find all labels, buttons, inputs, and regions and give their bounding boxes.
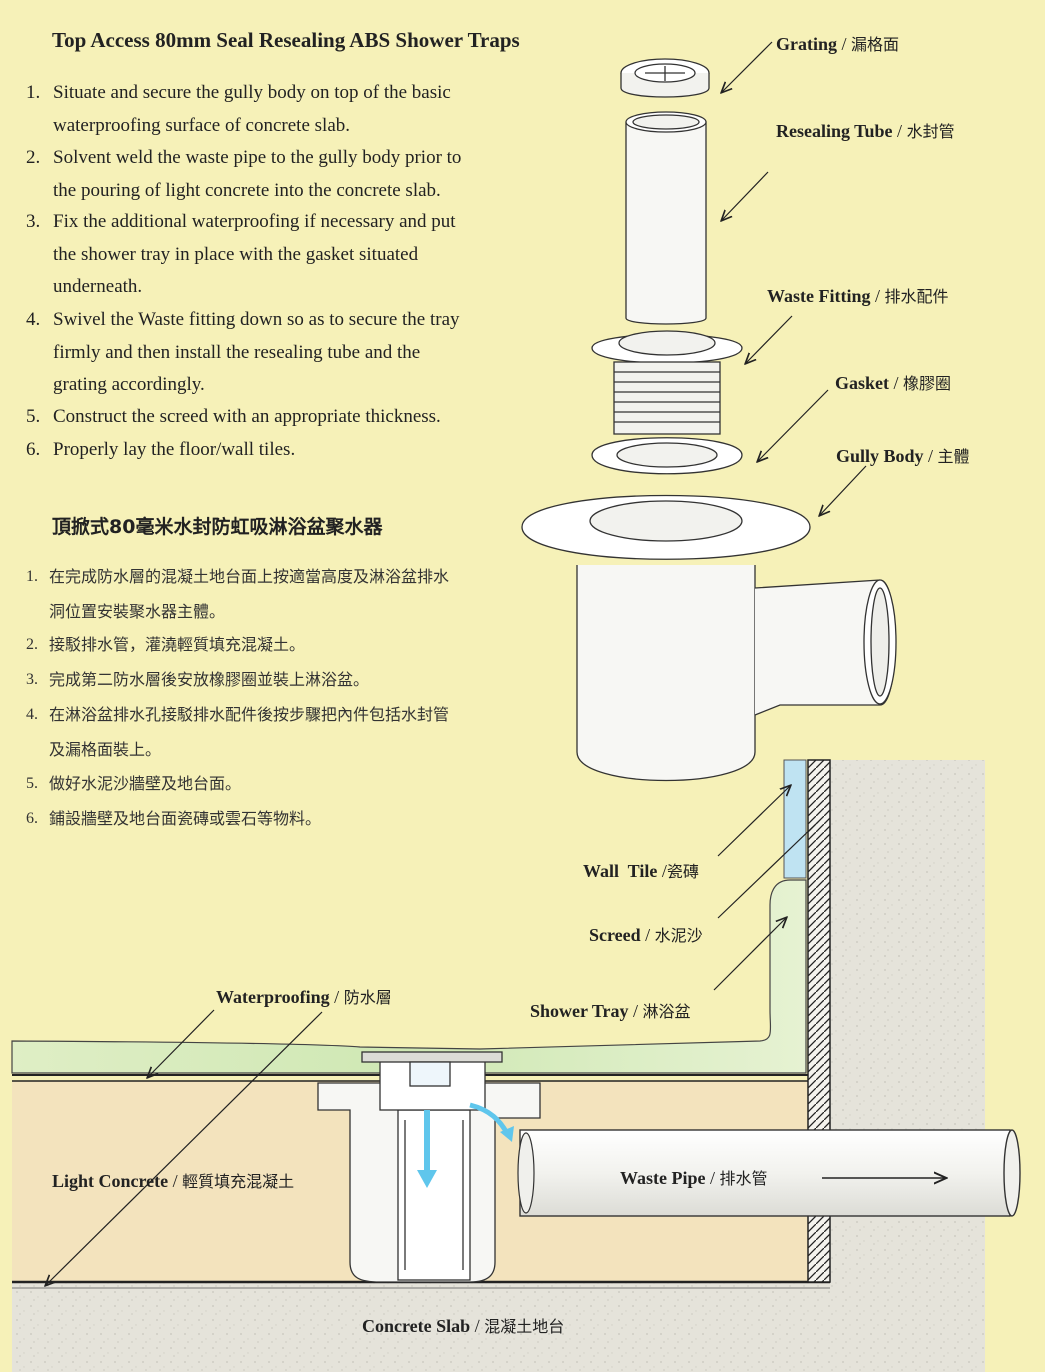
zh-step-5: 5. 做好水泥沙牆壁及地台面。 [26,767,536,802]
en-step-line: Swivel the Waste fitting down so as to s… [53,309,460,330]
zh-step-2: 2. 接駁排水管，灌澆輕質填充混凝土。 [26,628,536,663]
grating-part [620,58,710,98]
zh-step-line: 鋪設牆壁及地台面瓷磚或雲石等物料。 [49,809,322,828]
en-step-text: Solvent weld the waste pipe to the gully… [53,142,546,207]
zh-step-1: 1. 在完成防水層的混凝土地台面上按適當高度及淋浴盆排水洞位置安裝聚水器主體。 [26,560,536,629]
label-waste-fitting: Waste Fitting / 排水配件 [767,286,949,306]
en-step-line: Situate and secure the gully body on top… [53,82,451,103]
en-step-number: 2. [26,147,41,168]
en-step-line: waterproofing surface of concrete slab. [53,114,350,136]
gully-body-part [521,494,897,782]
zh-step-6: 6. 鋪設牆壁及地台面瓷磚或雲石等物料。 [26,802,536,837]
en-step-number: 5. [26,406,41,427]
wall-tile [783,759,807,879]
en-step-line: Solvent weld the waste pipe to the gully… [53,147,462,168]
en-step-text: Swivel the Waste fitting down so as to s… [53,304,546,402]
zh-step-line: 做好水泥沙牆壁及地台面。 [49,774,242,793]
en-step-line: Fix the additional waterproofing if nece… [53,211,456,232]
zh-step-text: 完成第二防水層後安放橡膠圈並裝上淋浴盆。 [49,663,536,698]
zh-step-line: 及漏格面裝上。 [49,739,162,759]
label-screed: Screed / 水泥沙 [589,925,703,945]
en-step-6: 6. Properly lay the floor/wall tiles. [26,434,546,467]
zh-step-number: 4. [26,706,38,723]
gasket-part [591,437,743,475]
zh-step-number: 1. [26,568,38,585]
resealing-tube-part [625,111,707,325]
en-step-line: firmly and then install the resealing tu… [53,341,421,363]
label-resealing-tube: Resealing Tube / 水封管 [776,121,955,141]
zh-step-3: 3. 完成第二防水層後安放橡膠圈並裝上淋浴盆。 [26,663,536,698]
en-step-number: 6. [26,439,41,460]
zh-step-text: 在淋浴盆排水孔接駁排水配件後按步驟把內件包括水封管及漏格面裝上。 [49,698,536,767]
exploded-assembly [521,58,897,782]
zh-step-text: 做好水泥沙牆壁及地台面。 [49,767,536,802]
en-step-number: 4. [26,309,41,330]
en-step-line: grating accordingly. [53,374,205,395]
page-title-zh: 頂掀式80毫米水封防虹吸淋浴盆聚水器 [52,516,383,538]
zh-step-text: 接駁排水管，灌澆輕質填充混凝土。 [49,628,536,663]
shower-tray [11,879,807,1074]
label-gasket: Gasket / 橡膠圈 [835,373,952,393]
en-step-text: Properly lay the floor/wall tiles. [53,434,546,467]
waste-fitting-part [591,330,743,435]
leader-lines [46,41,867,1285]
wall-concrete [830,760,985,1372]
en-step-line: Construct the screed with an appropriate… [53,406,441,427]
en-step-1: 1. Situate and secure the gully body on t… [26,77,546,142]
en-step-line: underneath. [53,276,143,297]
zh-step-line: 在完成防水層的混凝土地台面上按適當高度及淋浴盆排水 [49,567,450,586]
zh-step-number: 2. [26,636,38,653]
en-step-number: 1. [26,82,41,103]
en-step-3: 3. Fix the additional waterproofing if ne… [26,206,546,304]
label-concrete-slab: Concrete Slab / 混凝土地台 [362,1316,565,1336]
zh-step-text: 鋪設牆壁及地台面瓷磚或雲石等物料。 [49,802,536,837]
zh-step-line: 完成第二防水層後安放橡膠圈並裝上淋浴盆。 [49,670,370,689]
en-step-5: 5. Construct the screed with an appropria… [26,401,546,434]
en-step-4: 4. Swivel the Waste fitting down so as to… [26,304,546,402]
label-wall-tile: Wall Tile /瓷磚 [583,861,699,881]
en-step-text: Construct the screed with an appropriate… [53,401,546,434]
label-gully-body: Gully Body / 主體 [836,446,970,466]
en-step-number: 3. [26,211,41,232]
en-step-line: Properly lay the floor/wall tiles. [53,439,296,460]
label-light-concrete: Light Concrete / 輕質填充混凝土 [52,1171,295,1191]
en-step-2: 2. Solvent weld the waste pipe to the gul… [26,142,546,207]
zh-step-text: 在完成防水層的混凝土地台面上按適當高度及淋浴盆排水洞位置安裝聚水器主體。 [49,560,536,629]
concrete-slab [12,1282,985,1372]
en-step-line: the pouring of light concrete into the c… [53,179,441,201]
en-step-line: the shower tray in place with the gasket… [53,243,419,265]
label-waste-pipe: Waste Pipe / 排水管 [620,1168,768,1188]
page-title: Top Access 80mm Seal Resealing ABS Showe… [52,28,520,52]
zh-step-line: 洞位置安裝聚水器主體。 [49,601,226,621]
label-grating: Grating / 漏格面 [776,34,900,54]
label-waterproofing: Waterproofing / 防水層 [216,987,392,1007]
trap-section [317,1051,541,1283]
zh-step-number: 5. [26,775,38,792]
en-step-text: Situate and secure the gully body on top… [53,77,546,142]
waste-pipe [519,1129,1011,1217]
zh-step-4: 4. 在淋浴盆排水孔接駁排水配件後按步驟把內件包括水封管及漏格面裝上。 [26,698,536,767]
zh-step-line: 接駁排水管，灌澆輕質填充混凝土。 [49,635,306,654]
en-step-text: Fix the additional waterproofing if nece… [53,206,546,304]
zh-step-number: 3. [26,671,38,688]
zh-step-number: 6. [26,810,38,827]
label-shower-tray: Shower Tray / 淋浴盆 [530,1001,691,1021]
zh-step-line: 在淋浴盆排水孔接駁排水配件後按步驟把內件包括水封管 [49,705,450,724]
